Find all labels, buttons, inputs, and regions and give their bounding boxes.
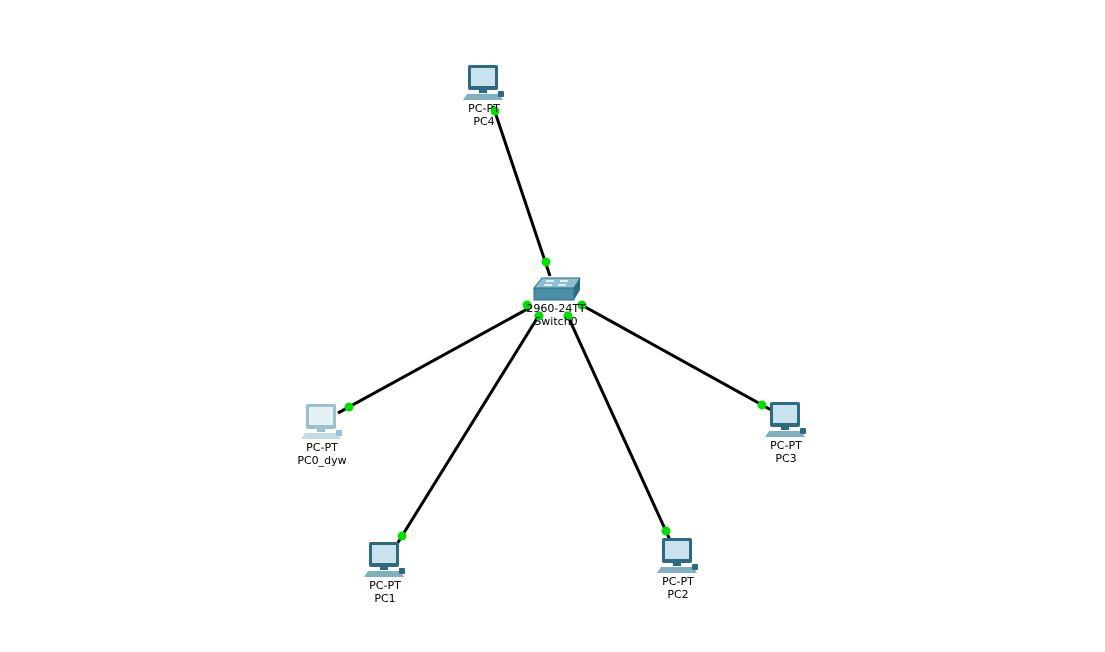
pc-icon — [301, 404, 342, 439]
pc-icon — [364, 542, 405, 577]
switch0-device[interactable]: 2960-24TT Switch0 — [520, 276, 592, 328]
pc-icon — [463, 65, 504, 100]
pc2-device[interactable]: PC-PT PC2 — [652, 537, 704, 601]
port-status-indicator-pc3-switch0-pc3 — [757, 400, 767, 410]
port-status-indicator-pc2-switch0-pc2 — [661, 526, 671, 536]
port-status-indicator-pc1-switch0-pc1 — [397, 531, 407, 541]
port-status-indicator-switch0-switch0-pc1 — [534, 311, 544, 321]
port-status-indicator-switch0-switch0-pc2 — [563, 311, 573, 321]
device-model-label: PC-PT — [468, 102, 500, 115]
pc1-device[interactable]: PC-PT PC1 — [359, 541, 411, 605]
device-name-label: PC0_dyw — [297, 454, 347, 467]
link-switch0-pc2[interactable] — [564, 311, 672, 541]
port-status-indicator-switch0-switch0-pc3 — [577, 300, 587, 310]
port-status-indicator-pc0-switch0-pc0 — [344, 402, 354, 412]
pc4-device[interactable]: PC-PT PC4 — [458, 64, 510, 128]
device-name-label: PC3 — [775, 452, 797, 465]
port-status-indicator-pc4-switch0-pc4 — [490, 106, 500, 116]
device-model-label: PC-PT — [770, 439, 802, 452]
link-switch0-pc1[interactable] — [395, 311, 543, 545]
link-switch0-pc4[interactable] — [491, 105, 552, 277]
pc-icon — [657, 538, 698, 573]
device-name-label: PC1 — [374, 592, 396, 605]
port-status-indicator-switch0-switch0-pc4 — [541, 257, 551, 267]
device-model-label: 2960-24TT — [526, 302, 586, 315]
switch-icon — [532, 277, 581, 301]
link-switch0-pc3[interactable] — [577, 301, 774, 413]
device-name-label: Switch0 — [534, 315, 578, 328]
device-name-label: PC2 — [667, 588, 689, 601]
pc0-device[interactable]: PC-PT PC0_dyw — [290, 403, 354, 467]
pc3-device[interactable]: PC-PT PC3 — [760, 401, 812, 465]
pc-icon — [765, 402, 806, 437]
device-model-label: PC-PT — [306, 441, 338, 454]
device-model-label: PC-PT — [662, 575, 694, 588]
link-switch0-pc0[interactable] — [337, 305, 532, 415]
device-name-label: PC4 — [473, 115, 495, 128]
device-model-label: PC-PT — [369, 579, 401, 592]
port-status-indicator-switch0-switch0-pc0 — [522, 300, 532, 310]
